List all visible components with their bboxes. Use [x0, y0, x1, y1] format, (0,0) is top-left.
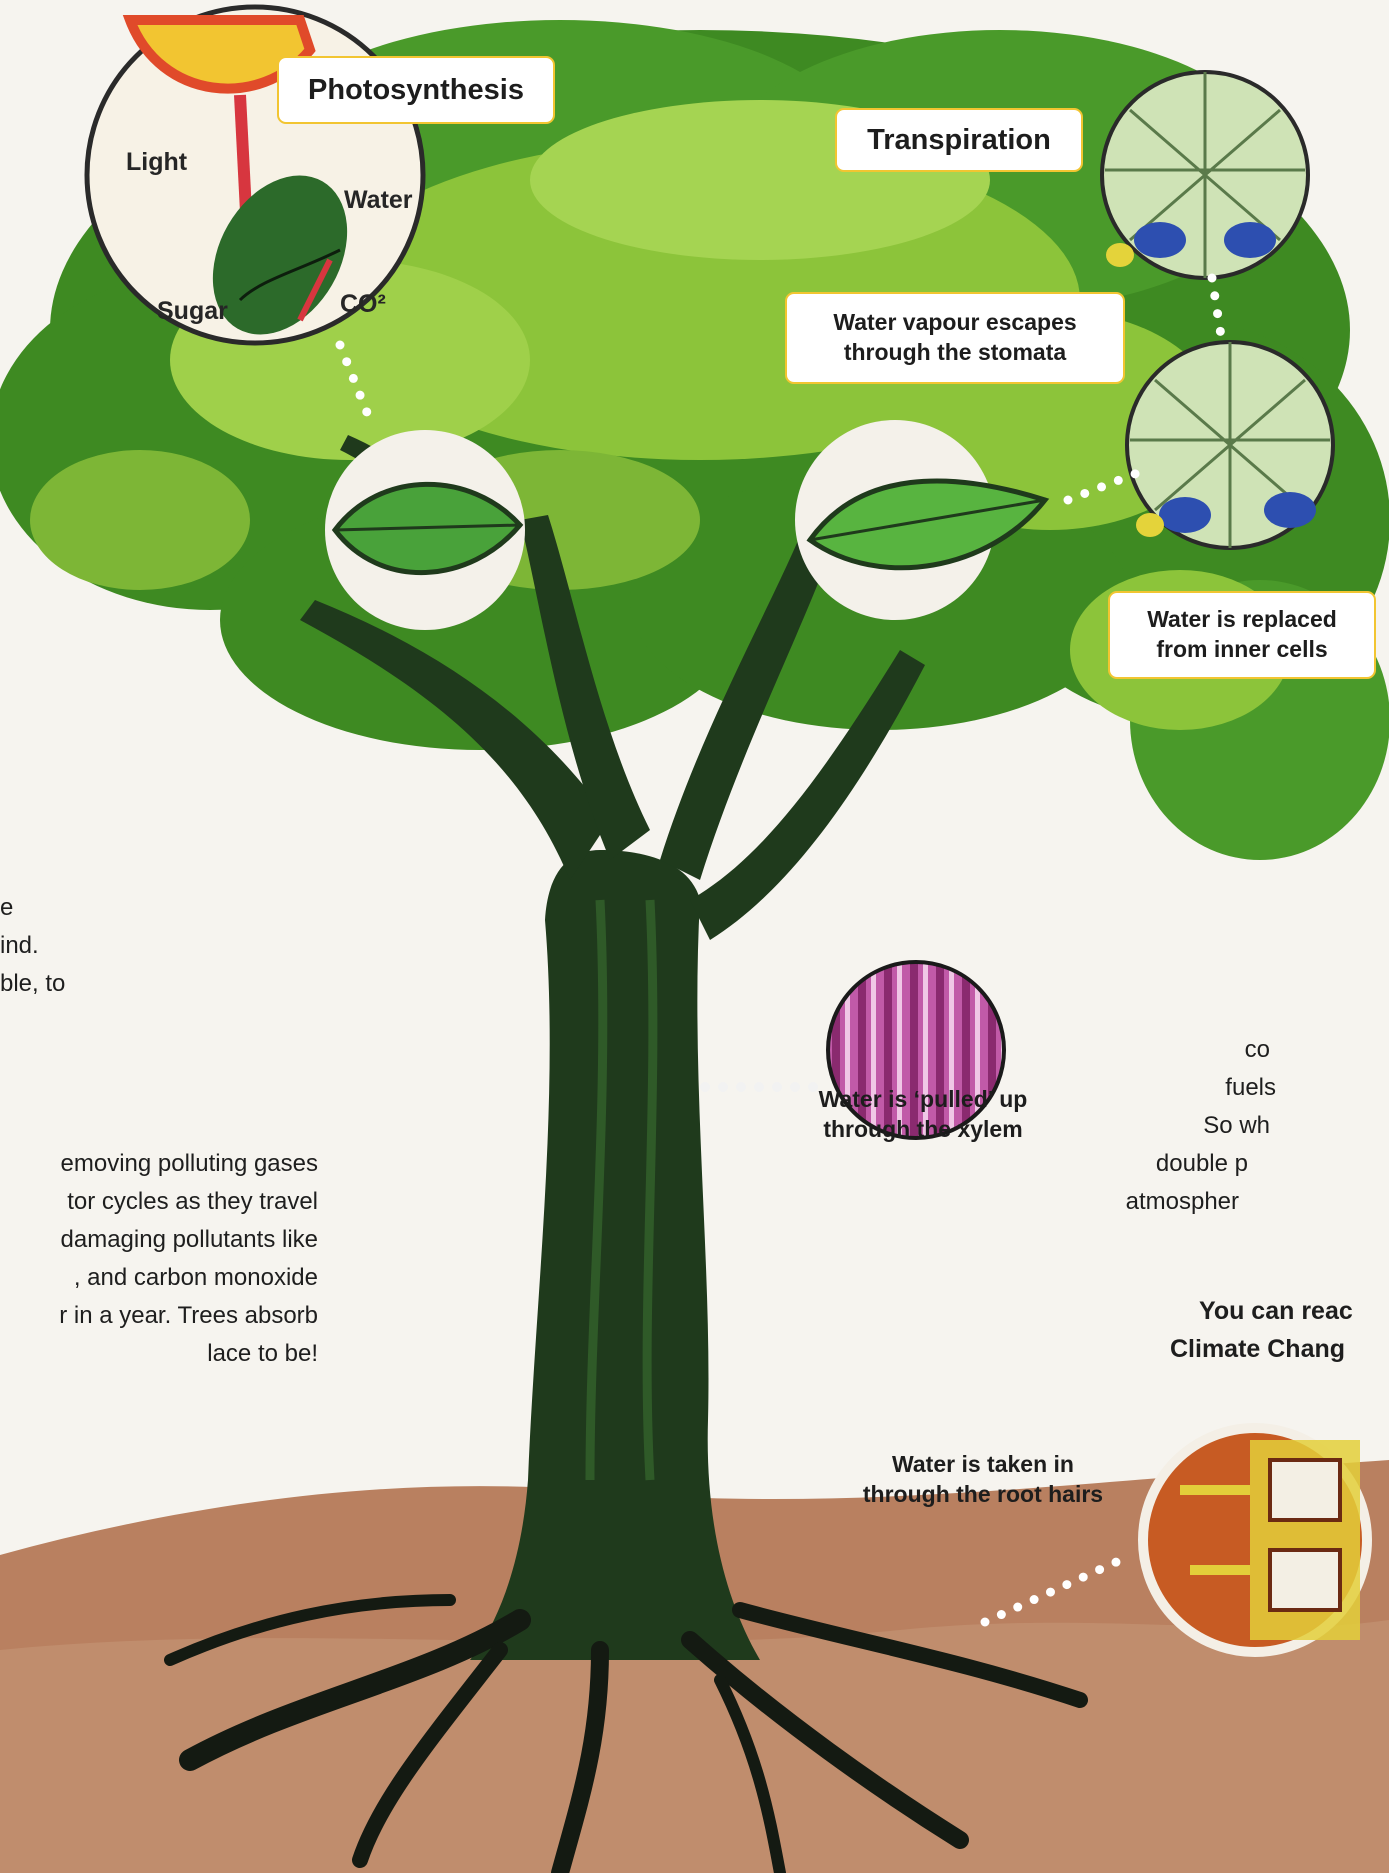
left-text-line: e: [0, 889, 110, 927]
right-text-line: atmospher: [1100, 1183, 1239, 1221]
inner-cells-label: Water is replaced from inner cells: [1108, 591, 1376, 679]
light-label: Light: [126, 148, 187, 177]
photosynthesis-label: Photosynthesis: [277, 56, 555, 124]
right-text-line: fuels: [1100, 1069, 1276, 1107]
right-text-line: double p: [1100, 1145, 1248, 1183]
right-text-bottom: You can reac Climate Chang: [1170, 1291, 1389, 1367]
water-label: Water: [344, 186, 413, 215]
right-text-line: co: [1100, 1031, 1270, 1069]
left-text-bottom: emoving polluting gases tor cycles as th…: [0, 1145, 318, 1373]
left-text-top: e ind. ble, to: [0, 889, 110, 1003]
root-hair-inset: [1143, 1428, 1367, 1652]
leaf-circle-left: [325, 430, 525, 630]
stomata-inset-top: [1102, 72, 1308, 278]
left-text-line: ind.: [0, 927, 110, 965]
right-text-line: So wh: [1100, 1107, 1270, 1145]
left-text-line: ble, to: [0, 965, 110, 1003]
right-text-line: You can reac: [1170, 1291, 1389, 1329]
left-text-line: emoving polluting gases: [0, 1145, 318, 1183]
root-hairs-label: Water is taken in through the root hairs: [838, 1450, 1128, 1510]
left-text-line: damaging pollutants like: [0, 1221, 318, 1259]
right-text-line: Climate Chang: [1170, 1329, 1389, 1367]
left-text-line: lace to be!: [0, 1335, 318, 1373]
left-text-line: r in a year. Trees absorb: [0, 1297, 318, 1335]
sugar-label: Sugar: [157, 297, 228, 326]
left-text-line: , and carbon monoxide: [0, 1259, 318, 1297]
co2-label: CO²: [340, 290, 386, 319]
stomata-vapour-label: Water vapour escapes through the stomata: [785, 292, 1125, 384]
stomata-inset-bottom: [1127, 342, 1333, 548]
xylem-label: Water is ‘pulled’ up through the xylem: [793, 1085, 1053, 1145]
transpiration-label: Transpiration: [835, 108, 1083, 172]
right-text-top: co fuels So wh double p atmospher: [1100, 1031, 1389, 1221]
left-text-line: tor cycles as they travel: [0, 1183, 318, 1221]
